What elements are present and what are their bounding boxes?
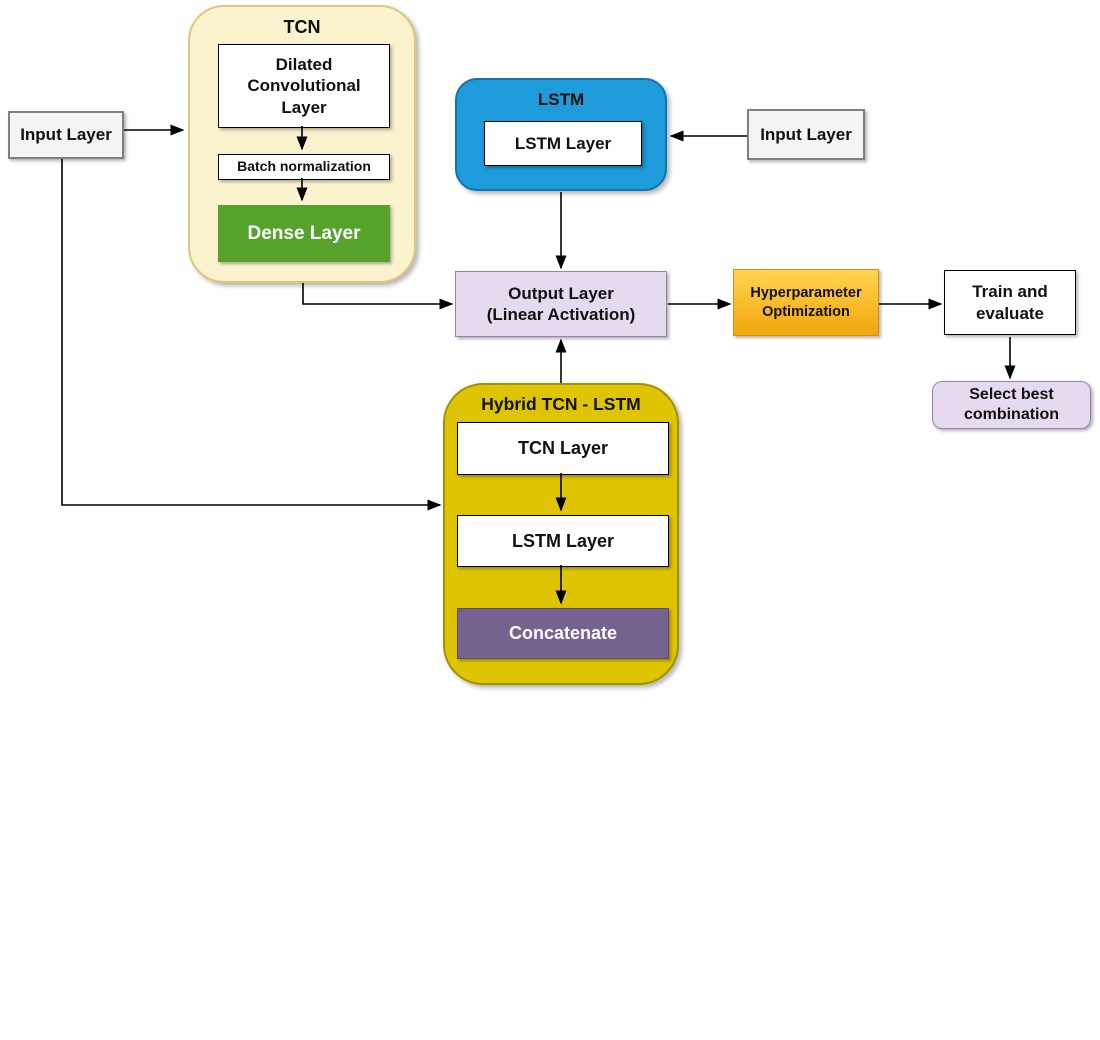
- output-layer-label-line1: Output Layer: [508, 283, 614, 303]
- dilated-conv-layer-box: Dilated Convolutional Layer: [218, 44, 390, 128]
- batch-normalization-box: Batch normalization: [218, 154, 390, 180]
- lstm-container: LSTM LSTM Layer: [455, 78, 667, 191]
- select-best-label-line2: combination: [963, 406, 1060, 423]
- dense-layer-label: Dense Layer: [247, 222, 361, 244]
- hybrid-lstm-layer-box: LSTM Layer: [457, 515, 669, 567]
- train-evaluate-box: Train and evaluate: [944, 270, 1076, 335]
- output-layer-box: Output Layer (Linear Activation): [455, 271, 667, 337]
- input-layer-left-box: Input Layer: [8, 111, 124, 159]
- select-best-label-line1: Select best: [969, 386, 1054, 403]
- input-layer-right-label: Input Layer: [760, 124, 852, 144]
- tcn-container: TCN Dilated Convolutional Layer Batch no…: [188, 5, 416, 283]
- hybrid-title: Hybrid TCN - LSTM: [481, 394, 641, 414]
- train-evaluate-label-line2: evaluate: [975, 303, 1045, 323]
- output-layer-label-line2: (Linear Activation): [486, 305, 636, 324]
- hyperparameter-label-line1: Hyperparameter: [750, 285, 862, 302]
- hyperparameter-label-line2: Optimization: [762, 303, 850, 320]
- arrow-tcn-to-output: [302, 283, 454, 310]
- lstm-layer-box: LSTM Layer: [484, 121, 642, 166]
- hybrid-lstm-layer-label: LSTM Layer: [511, 530, 615, 551]
- concatenate-box: Concatenate: [457, 608, 669, 659]
- lstm-title: LSTM: [537, 90, 585, 109]
- input-layer-right-box: Input Layer: [747, 109, 865, 160]
- concatenate-label: Concatenate: [508, 623, 618, 644]
- batch-normalization-label: Batch normalization: [237, 158, 371, 175]
- lstm-layer-label: LSTM Layer: [514, 133, 612, 153]
- dense-layer-box: Dense Layer: [218, 205, 390, 262]
- select-best-combination-box: Select best combination: [932, 381, 1091, 429]
- hybrid-tcn-lstm-container: Hybrid TCN - LSTM TCN Layer LSTM Layer C…: [443, 383, 679, 685]
- hyperparameter-optimization-box: Hyperparameter Optimization: [733, 269, 879, 336]
- dilated-conv-layer-label: Dilated Convolutional Layer: [247, 55, 361, 117]
- hybrid-tcn-layer-label: TCN Layer: [517, 438, 609, 459]
- hybrid-tcn-layer-box: TCN Layer: [457, 422, 669, 475]
- tcn-title: TCN: [283, 17, 321, 37]
- input-layer-left-label: Input Layer: [20, 125, 112, 145]
- train-evaluate-label-line1: Train and: [972, 282, 1048, 302]
